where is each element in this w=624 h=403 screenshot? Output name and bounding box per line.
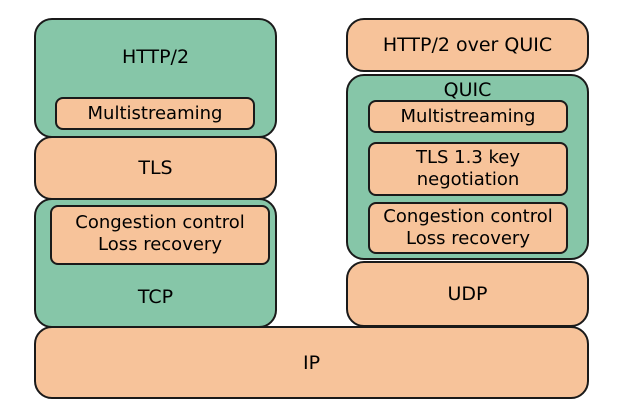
left-congestion-box: Congestion control Loss recovery bbox=[50, 205, 270, 265]
left-congestion-control-label: Congestion control bbox=[75, 212, 245, 233]
right-multistreaming-label: Multistreaming bbox=[400, 105, 536, 127]
left-multistreaming-box: Multistreaming bbox=[55, 97, 255, 130]
udp-label: UDP bbox=[447, 283, 488, 305]
tls-layer: TLS bbox=[34, 136, 277, 200]
right-loss-recovery-label: Loss recovery bbox=[406, 228, 530, 249]
left-loss-recovery-label: Loss recovery bbox=[98, 234, 222, 255]
http2-label: HTTP/2 bbox=[121, 46, 190, 68]
udp-layer: UDP bbox=[346, 261, 589, 327]
tls13-box: TLS 1.3 key negotiation bbox=[368, 142, 568, 196]
tls13-line1-label: TLS 1.3 key bbox=[415, 147, 521, 168]
ip-layer: IP bbox=[34, 326, 589, 399]
quic-label: QUIC bbox=[443, 79, 492, 101]
right-congestion-control-label: Congestion control bbox=[383, 206, 553, 227]
right-congestion-box: Congestion control Loss recovery bbox=[368, 202, 568, 254]
tls-label: TLS bbox=[138, 157, 173, 179]
http2-over-quic-layer: HTTP/2 over QUIC bbox=[346, 18, 589, 72]
right-multistreaming-box: Multistreaming bbox=[368, 100, 568, 133]
tcp-label: TCP bbox=[137, 286, 174, 308]
tls13-line2-label: negotiation bbox=[416, 169, 520, 190]
ip-label: IP bbox=[302, 351, 321, 374]
left-multistreaming-label: Multistreaming bbox=[87, 102, 223, 124]
http2-over-quic-label: HTTP/2 over QUIC bbox=[382, 34, 553, 56]
